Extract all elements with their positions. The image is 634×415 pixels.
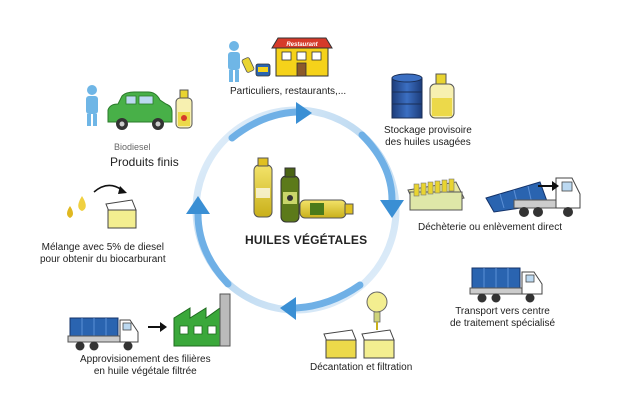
oil-bottles-icon xyxy=(253,157,354,223)
oil-drum-icon xyxy=(391,73,423,119)
supply-truck-icon xyxy=(67,317,139,351)
transport-label-line2: de traitement spécialisé xyxy=(450,318,556,329)
arrowhead-bottom-icon xyxy=(280,297,296,320)
arrow-right-icon xyxy=(358,131,396,204)
supply-label-line2: en huile végétale filtrée xyxy=(93,366,197,377)
oil-bottle-small-icon xyxy=(241,57,255,73)
filter-box-right-icon xyxy=(361,329,395,359)
restaurant-icon: Restaurant xyxy=(271,37,333,77)
mix-label-line2: pour obtenir du biocarburant xyxy=(40,254,166,265)
oil-drops-icon xyxy=(67,196,86,218)
oil-jug-icon xyxy=(429,73,455,119)
oil-bottle-tall-icon xyxy=(253,157,273,218)
can-icon xyxy=(255,63,271,77)
biodiesel-bottle-icon xyxy=(175,89,193,129)
biodiesel-scene xyxy=(86,85,193,130)
arrowhead-top-icon xyxy=(296,102,312,124)
person-biodiesel-icon xyxy=(86,85,98,126)
mix-label-line1: Mélange avec 5% de diesel xyxy=(41,242,164,253)
pickup-scene xyxy=(407,177,581,217)
arrowhead-right-icon xyxy=(380,200,404,218)
mix-scene xyxy=(67,184,137,229)
storage-scene xyxy=(391,73,455,119)
collection-scene: Restaurant xyxy=(228,37,333,82)
cycle-arrowheads xyxy=(186,102,404,320)
pickup-label: Déchèterie ou enlèvement direct xyxy=(418,222,562,233)
storage-label: Stockage provisoire des huiles usagées xyxy=(384,125,472,149)
arrow-right-supply-icon xyxy=(148,322,167,332)
storage-label-line1: Stockage provisoire xyxy=(384,125,472,136)
mix-label: Mélange avec 5% de diesel pour obtenir d… xyxy=(40,242,166,266)
transport-scene xyxy=(469,267,543,303)
arrow-top-icon xyxy=(228,108,300,142)
oil-bottle-lying-icon xyxy=(299,199,354,219)
supply-label-line1: Approvisionement des filières xyxy=(80,354,211,365)
oil-bottle-dark-icon xyxy=(280,167,300,223)
supply-scene xyxy=(67,293,231,351)
funnel-icon xyxy=(366,291,388,330)
arrowhead-left-icon xyxy=(186,196,210,214)
transport-label-line1: Transport vers centre xyxy=(455,306,550,317)
restaurant-sign: Restaurant xyxy=(286,42,318,48)
mix-box-icon xyxy=(105,199,137,229)
container-truck-icon xyxy=(469,267,543,303)
dump-truck-icon xyxy=(485,177,581,217)
center-title: HUILES VÉGÉTALES xyxy=(245,233,368,247)
cycle-arrows xyxy=(194,108,396,312)
person-icon xyxy=(228,41,240,82)
car-icon xyxy=(107,91,173,130)
storage-label-line2: des huiles usagées xyxy=(385,137,471,148)
supply-label: Approvisionement des filières en huile v… xyxy=(80,354,211,378)
biodiesel-small-label: Biodiesel xyxy=(114,142,151,152)
decantation-scene xyxy=(323,291,395,359)
arrow-right-small-icon xyxy=(538,181,559,191)
filter-box-left-icon xyxy=(323,329,357,359)
transport-label: Transport vers centre de traitement spéc… xyxy=(450,306,555,330)
decant-label: Décantation et filtration xyxy=(310,362,413,373)
collection-label: Particuliers, restaurants,... xyxy=(230,86,347,97)
bottle-crate-icon xyxy=(407,178,465,211)
finished-products-label: Produits finis xyxy=(110,155,179,169)
factory-icon xyxy=(173,293,231,347)
curved-arrow-icon xyxy=(93,184,127,194)
arrow-left-icon xyxy=(194,210,232,288)
arrow-bottom-icon xyxy=(292,281,364,312)
